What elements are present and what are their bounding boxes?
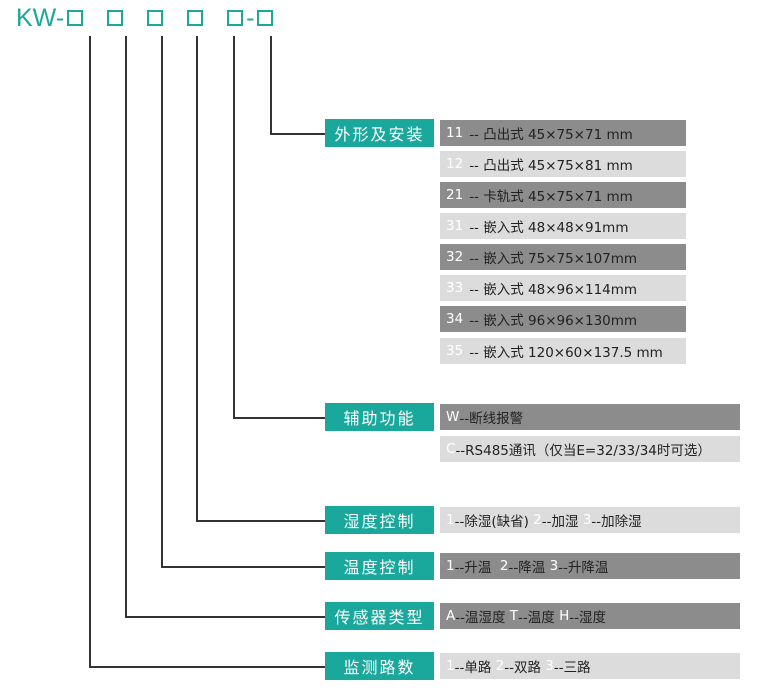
option-code: 31 bbox=[446, 218, 464, 234]
aux-option-row: C--RS485通讯（仅当E=32/33/34时可选） bbox=[440, 436, 740, 462]
option-text: -- 凸出式 45×75×81 mm bbox=[469, 158, 633, 174]
placeholder-box-5 bbox=[227, 10, 244, 26]
option-key: 3 bbox=[545, 658, 554, 674]
label-channel-count: 监测路数 bbox=[325, 652, 434, 680]
option-text: -- 卡轨式 45×75×71 mm bbox=[469, 189, 633, 205]
option-text: --除湿(缺省) bbox=[454, 514, 534, 530]
option-text: -- 嵌入式 48×96×114mm bbox=[469, 282, 638, 298]
option-text: --升温 bbox=[454, 560, 500, 576]
option-text: --单路 bbox=[454, 660, 496, 676]
option-text: --加湿 bbox=[541, 514, 583, 530]
label-aux-function: 辅助功能 bbox=[325, 403, 434, 431]
connector-temperature-v bbox=[161, 36, 163, 567]
channels-options-row: 1--单路 2--双路 3--三路 bbox=[440, 653, 740, 679]
placeholder-box-3 bbox=[147, 10, 164, 26]
option-code: 35 bbox=[446, 343, 464, 359]
connector-shape-v bbox=[270, 36, 272, 134]
shape-option-row: 12 -- 凸出式 45×75×81 mm bbox=[440, 151, 686, 177]
option-code: W bbox=[446, 409, 460, 425]
label-sensor-type: 传感器类型 bbox=[325, 602, 434, 630]
option-key: 1 bbox=[446, 658, 455, 674]
sensor-options-row: A--温湿度 T--温度 H--湿度 bbox=[440, 603, 740, 629]
option-code: 32 bbox=[446, 249, 464, 265]
connector-aux-v bbox=[233, 36, 235, 418]
option-text: --断线报警 bbox=[459, 411, 524, 427]
shape-option-row: 11 -- 凸出式 45×75×71 mm bbox=[440, 120, 686, 146]
label-shape-install: 外形及安装 bbox=[325, 119, 434, 147]
option-text: -- 凸出式 45×75×71 mm bbox=[469, 127, 633, 143]
connector-channels-v bbox=[89, 36, 91, 667]
model-dash: - bbox=[246, 3, 255, 32]
option-text: -- 嵌入式 48×48×91mm bbox=[469, 220, 629, 236]
option-text: --升降温 bbox=[558, 560, 609, 576]
connector-sensor-v bbox=[125, 36, 127, 617]
option-text: --双路 bbox=[504, 660, 546, 676]
option-code: 11 bbox=[446, 125, 464, 141]
option-text: --RS485通讯（仅当E=32/33/34时可选） bbox=[455, 443, 711, 459]
option-code: C bbox=[446, 441, 456, 457]
option-text: --温湿度 bbox=[455, 610, 510, 626]
connector-humidity-h bbox=[196, 520, 325, 522]
placeholder-box-4 bbox=[187, 10, 204, 26]
option-key: 2 bbox=[495, 658, 505, 674]
option-text: -- 嵌入式 75×75×107mm bbox=[469, 251, 638, 267]
option-key: A bbox=[446, 608, 456, 624]
shape-option-row: 35 -- 嵌入式 120×60×137.5 mm bbox=[440, 338, 686, 364]
placeholder-box-6 bbox=[257, 10, 274, 26]
shape-option-row: 33 -- 嵌入式 48×96×114mm bbox=[440, 275, 686, 301]
option-text: -- 嵌入式 96×96×130mm bbox=[469, 313, 638, 329]
option-code: 12 bbox=[446, 156, 464, 172]
option-key: 1 bbox=[446, 558, 455, 574]
option-key: H bbox=[559, 608, 570, 624]
option-key: 3 bbox=[582, 512, 592, 528]
model-code-title: KW- - bbox=[16, 2, 276, 34]
shape-option-row: 32 -- 嵌入式 75×75×107mm bbox=[440, 244, 686, 270]
option-text: --湿度 bbox=[569, 610, 606, 626]
label-humidity-control: 湿度控制 bbox=[325, 506, 434, 534]
connector-aux-h bbox=[233, 417, 325, 419]
option-key: T bbox=[509, 608, 519, 624]
connector-temperature-h bbox=[161, 566, 325, 568]
connector-humidity-v bbox=[196, 36, 198, 521]
option-text: -- 嵌入式 120×60×137.5 mm bbox=[469, 345, 663, 361]
connector-sensor-h bbox=[125, 616, 325, 618]
connector-shape-h bbox=[270, 133, 325, 135]
connector-channels-h bbox=[89, 666, 325, 668]
aux-option-row: W--断线报警 bbox=[440, 404, 740, 430]
option-code: 34 bbox=[446, 311, 464, 327]
option-text: --加除湿 bbox=[591, 514, 642, 530]
option-key: 1 bbox=[446, 512, 455, 528]
option-code: 33 bbox=[446, 280, 464, 296]
shape-option-row: 34 -- 嵌入式 96×96×130mm bbox=[440, 306, 686, 332]
humidity-options-row: 1--除湿(缺省) 2--加湿 3--加除湿 bbox=[440, 507, 740, 533]
option-text: --降温 bbox=[508, 560, 550, 576]
option-key: 3 bbox=[549, 558, 559, 574]
temperature-options-row: 1--升温 2--降温 3--升降温 bbox=[440, 553, 740, 579]
shape-option-row: 31 -- 嵌入式 48×48×91mm bbox=[440, 213, 686, 239]
option-text: --三路 bbox=[553, 660, 591, 676]
option-text: --温度 bbox=[518, 610, 560, 626]
placeholder-box-2 bbox=[107, 10, 124, 26]
label-temperature-control: 温度控制 bbox=[325, 552, 434, 580]
option-code: 21 bbox=[446, 187, 464, 203]
option-key: 2 bbox=[533, 512, 542, 528]
shape-option-row: 21 -- 卡轨式 45×75×71 mm bbox=[440, 182, 686, 208]
option-key: 2 bbox=[499, 558, 509, 574]
placeholder-box-1 bbox=[67, 10, 84, 26]
model-prefix: KW- bbox=[16, 3, 65, 32]
